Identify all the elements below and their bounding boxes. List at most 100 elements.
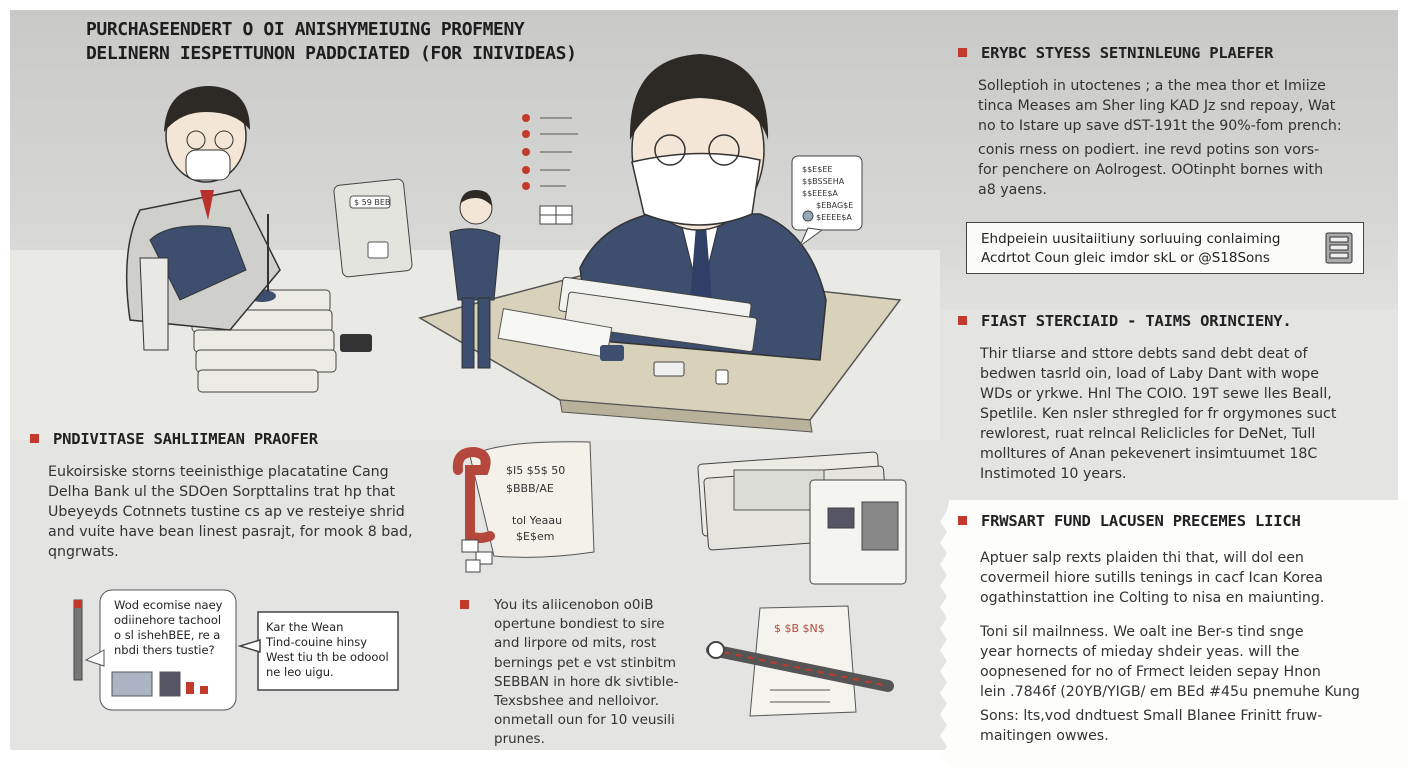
middle-right-heading: FIAST STERCIAID - TAIMS ORINCIENY. — [958, 312, 1292, 330]
bottom-right-body-2: Toni sil mailnness. We oalt ine Ber-s ti… — [980, 622, 1360, 702]
tr-line-2: no to Istare up save dST-191t the 90%-fo… — [978, 118, 1342, 134]
bubble-left-line-1: odiinehore tachool — [114, 613, 222, 627]
binder-stack-icon — [189, 289, 337, 393]
br-line-2: ogathinstattion ine Colting to nisa en m… — [980, 590, 1325, 606]
mr2-line-0: Spetlile. Ken nsler sthregled for fr org… — [980, 406, 1337, 422]
middle-right-body-1: Thir tliarse and sttore debts sand debt … — [980, 344, 1332, 404]
br3-line-1: maitingen owwes. — [980, 728, 1109, 744]
top-right-body-2: conis rness on podiert. ine revd potins … — [978, 140, 1323, 200]
left-heading-text: PNDIVITASE SAHLIIMEAN PRAOFER — [53, 430, 318, 448]
bubble-right-line-2: West tiu th be odoool — [266, 650, 389, 664]
tr2-line-2: a8 yaens. — [978, 182, 1047, 198]
center-line-3: bernings pet e vst stinbitm — [494, 654, 677, 671]
left-line-3: and vuite have bean linest pasrajt, for … — [48, 524, 413, 540]
bullet-icon — [958, 316, 967, 325]
bubble-left-text: Wod ecomise naey odiinehore tachool o sl… — [114, 598, 222, 658]
bullet-icon — [958, 48, 967, 57]
center-line-4: SEBBAN in hore dk sivtible- — [494, 673, 679, 690]
tr-line-1: tinca Meases am Sher ling KAD Jz snd rep… — [978, 98, 1336, 114]
document-stack-icon — [340, 276, 758, 385]
bubble-right-text: Kar the Wean Tind-couine hinsy West tiu … — [266, 620, 389, 680]
top-right-heading-text: ERYBC STYESS SETNINLEUNG PLAEFER — [981, 44, 1274, 62]
scroll-line-0: $I5 $5$ 50 — [506, 464, 565, 477]
right-bubble-line-4: $EEEE$A — [816, 213, 852, 222]
callout-box: Ehdpeiein uusitaiitiuny sorluuing conlai… — [966, 222, 1364, 274]
title-line-1: PURCHASEENDERT O OI ANISHYMEIUING PROFME… — [86, 19, 525, 40]
scroll-line-2: tol Yeaau — [512, 514, 562, 527]
right-bubble-text: $$E$EE $$BSSEHA $$EEE$A $EBAG$E $EEEE$A — [802, 165, 853, 222]
scroll-line-1: $BBB/AE — [506, 482, 554, 495]
scroll-text: $I5 $5$ 50 $BBB/AE tol Yeaau $E$em — [506, 464, 565, 543]
bottom-right-body-1: Aptuer salp rexts plaiden thi that, will… — [980, 548, 1324, 608]
person-small-icon — [449, 190, 501, 369]
center-line-6: onmetall oun for 10 veusili — [494, 712, 675, 729]
br3-line-0: Sons: lts,vod dndtuest Small Blanee Frin… — [980, 708, 1323, 724]
top-right-heading: ERYBC STYESS SETNINLEUNG PLAEFER — [958, 44, 1273, 62]
callout-line-0: Ehdpeiein uusitaiitiuny sorluuing conlai… — [981, 231, 1281, 247]
tr2-line-0: conis rness on podiert. ine revd potins … — [978, 142, 1320, 158]
center-section-body: You its aliicenobon o0iB opertune bondie… — [494, 596, 679, 750]
top-right-body-1: Solleptioh in utoctenes ; a the mea thor… — [978, 76, 1342, 136]
bubble-left-line-0: Wod ecomise naey — [114, 598, 223, 612]
title-line-2: DELINERN IESPETTUNON PADDCIATED (FOR INI… — [86, 43, 577, 64]
br-line-0: Aptuer salp rexts plaiden thi that, will… — [980, 550, 1304, 566]
speech-bubble-right-icon — [791, 155, 863, 248]
left-section-body: Eukoirsiske storns teeinisthige placatat… — [48, 462, 412, 562]
left-section-heading: PNDIVITASE SAHLIIMEAN PRAOFER — [30, 430, 318, 448]
callout-line-1: Acdrtot Coun gleic imdor skL or @S18Sons — [981, 250, 1270, 266]
center-line-0: You its aliicenobon o0iB — [494, 597, 654, 613]
br2-line-0: Toni sil mailnness. We oalt ine Ber-s ti… — [980, 624, 1304, 640]
mr2-line-2: molltures of Anan pekevenert insimtuumet… — [980, 446, 1318, 462]
center-line-2: and lirpore od mits, rost — [494, 635, 657, 652]
br2-line-2: oopnesened for no of Frmect leiden sepay… — [980, 664, 1321, 680]
tr-line-0: Solleptioh in utoctenes ; a the mea thor… — [978, 78, 1326, 94]
bubble-left-line-2: o sl ishehBEE, re a — [114, 628, 221, 642]
scroll-icon — [452, 441, 595, 573]
folder-icon — [333, 178, 413, 278]
folder-card-text: $ 59 BEB — [354, 198, 390, 207]
middle-right-body-2: Spetlile. Ken nsler sthregled for fr org… — [980, 404, 1336, 484]
left-line-0: Eukoirsiske storns teeinisthige placatat… — [48, 464, 389, 480]
letter-pen-icon — [706, 605, 894, 717]
right-bubble-line-3: $EBAG$E — [816, 201, 853, 210]
bubble-left-line-3: nbdi thers tustie? — [114, 643, 215, 657]
lower-illustrations: $I5 $5$ 50 $BBB/AE tol Yeaau $E$em $ $B … — [73, 441, 907, 717]
right-bubble-line-2: $$EEE$A — [802, 189, 838, 198]
bottom-right-heading-text: FRWSART FUND LACUSEN PRECEMES LIICH — [981, 512, 1301, 530]
br-line-1: covermeil hiore sutills tenings in cacf … — [980, 570, 1323, 586]
card-stack-icon — [697, 451, 907, 585]
torn-paper-panel — [940, 500, 1408, 768]
left-line-4: qngrwats. — [48, 544, 119, 560]
bubble-right-line-1: Tind-couine hinsy — [266, 635, 368, 649]
center-line-5: Texsbshee and nelloivor. — [494, 693, 660, 710]
tr2-line-1: for penchere on Aolrogest. OOtinpht born… — [978, 162, 1324, 178]
center-line-7: prunes. — [494, 731, 545, 748]
br2-line-3: lein .7846f (20YB/YIGB/ em BEd #45u pnem… — [980, 684, 1360, 700]
page-title: PURCHASEENDERT O OI ANISHYMEIUING PROFME… — [86, 18, 646, 66]
server-icon — [1325, 232, 1353, 264]
pencil-icon — [73, 599, 83, 681]
scroll-line-3: $E$em — [516, 530, 554, 543]
right-bubble-line-0: $$E$EE — [802, 165, 832, 174]
bullet-icon — [30, 434, 39, 443]
br2-line-1: year hornects of mieday shdeir yeas. wil… — [980, 644, 1300, 660]
checklist-icon — [522, 114, 578, 225]
mr2-line-1: rewlorest, ruat relncal Reliclicles for … — [980, 426, 1316, 442]
middle-right-heading-text: FIAST STERCIAID - TAIMS ORINCIENY. — [981, 312, 1292, 330]
left-line-2: Ubeyeyds Cotnnets tustine cs ap ve reste… — [48, 504, 405, 520]
bubble-right-icon — [237, 611, 399, 691]
bullet-icon — [958, 516, 967, 525]
bottom-right-body-3: Sons: lts,vod dndtuest Small Blanee Frin… — [980, 706, 1322, 746]
mr-line-0: Thir tliarse and sttore debts sand debt … — [980, 346, 1308, 362]
person-left-icon — [125, 86, 281, 351]
illustration-scene: $$E$EE $$BSSEHA $$EEE$A $EBAG$E $EEEE$A … — [125, 54, 902, 433]
mr2-line-3: Instimoted 10 years. — [980, 466, 1127, 482]
bubble-right-line-0: Kar the Wean — [266, 620, 344, 634]
callout-text: Ehdpeiein uusitaiitiuny sorluuing conlai… — [981, 230, 1281, 268]
mr-line-2: WDs or yrkwe. Hnl The COIO. 19T sewe lle… — [980, 386, 1332, 402]
left-line-1: Delha Bank ul the SDOen Sorpttalins trat… — [48, 484, 396, 500]
bubble-right-line-3: ne leo uigu. — [266, 665, 334, 679]
bottom-right-heading: FRWSART FUND LACUSEN PRECEMES LIICH — [958, 512, 1301, 530]
bubble-left-icon — [84, 589, 237, 711]
right-bubble-line-1: $$BSSEHA — [802, 177, 845, 186]
